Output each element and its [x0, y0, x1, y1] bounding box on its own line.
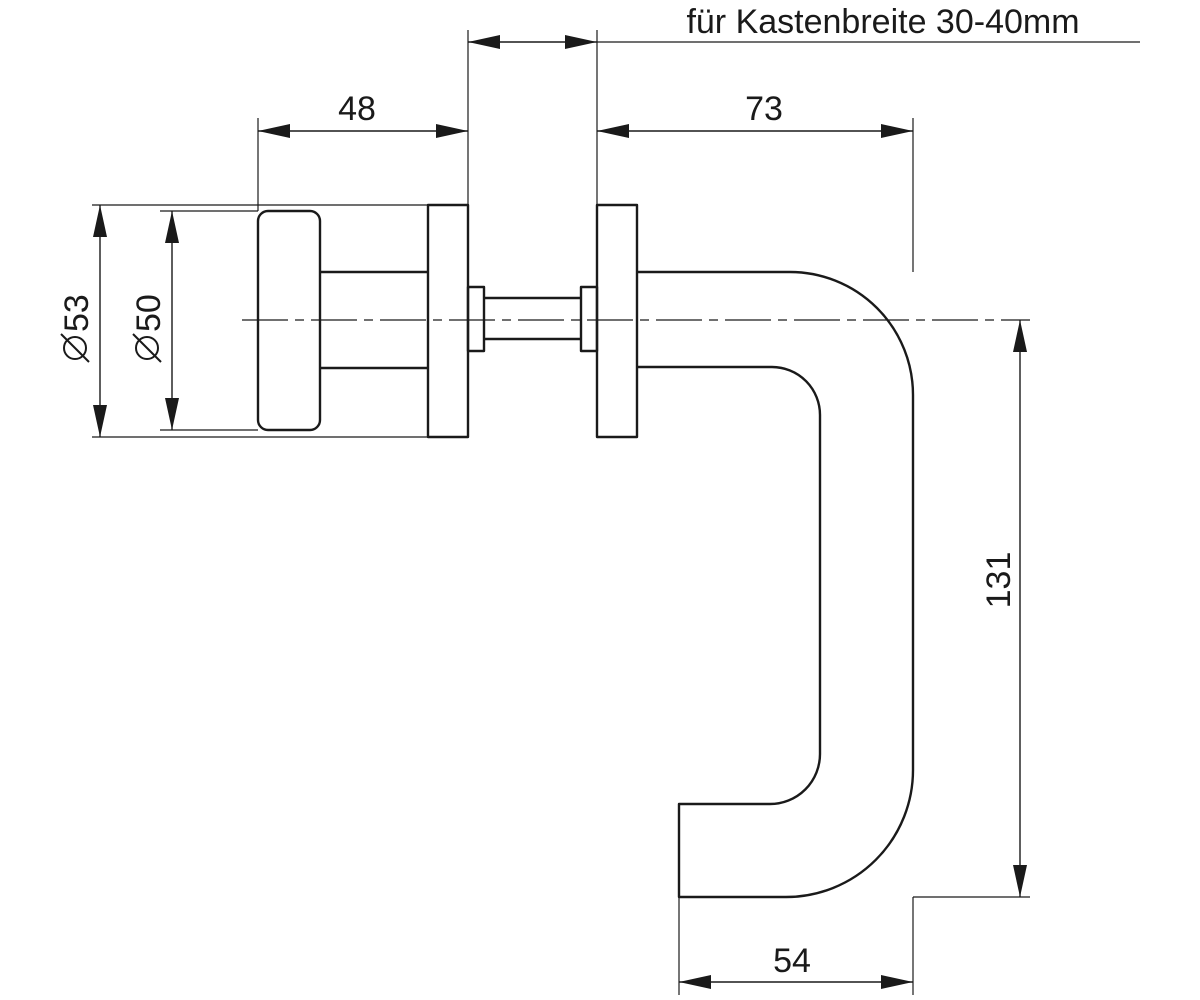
box-width-note: für Kastenbreite 30-40mm: [686, 3, 1079, 41]
dimension-diameter-50: [165, 211, 179, 430]
right-spindle-collar: [579, 285, 599, 353]
dimension-48: [258, 124, 468, 138]
label-diameter-50: 50: [130, 294, 168, 363]
label-48: 48: [338, 90, 376, 128]
dimension-73: [597, 124, 913, 138]
dimension-diameter-53: [93, 205, 107, 437]
left-rosette-plate: [426, 203, 470, 439]
label-54: 54: [773, 942, 811, 980]
label-73: 73: [745, 90, 783, 128]
left-spindle-collar: [466, 285, 486, 353]
label-131: 131: [980, 552, 1018, 609]
right-rosette-plate: [595, 203, 639, 439]
box-width-dimension: [468, 35, 597, 49]
diameter-icon: [132, 333, 162, 363]
lever-handle: [637, 270, 915, 899]
svg-text:53: 53: [58, 294, 96, 332]
dimension-131: [1013, 320, 1027, 897]
svg-text:50: 50: [130, 294, 168, 332]
extension-lines: [92, 30, 1140, 995]
label-diameter-53: 53: [58, 294, 96, 363]
handle-set-outline: [256, 203, 915, 899]
dimension-54: [679, 975, 913, 989]
diameter-icon: [60, 333, 90, 363]
